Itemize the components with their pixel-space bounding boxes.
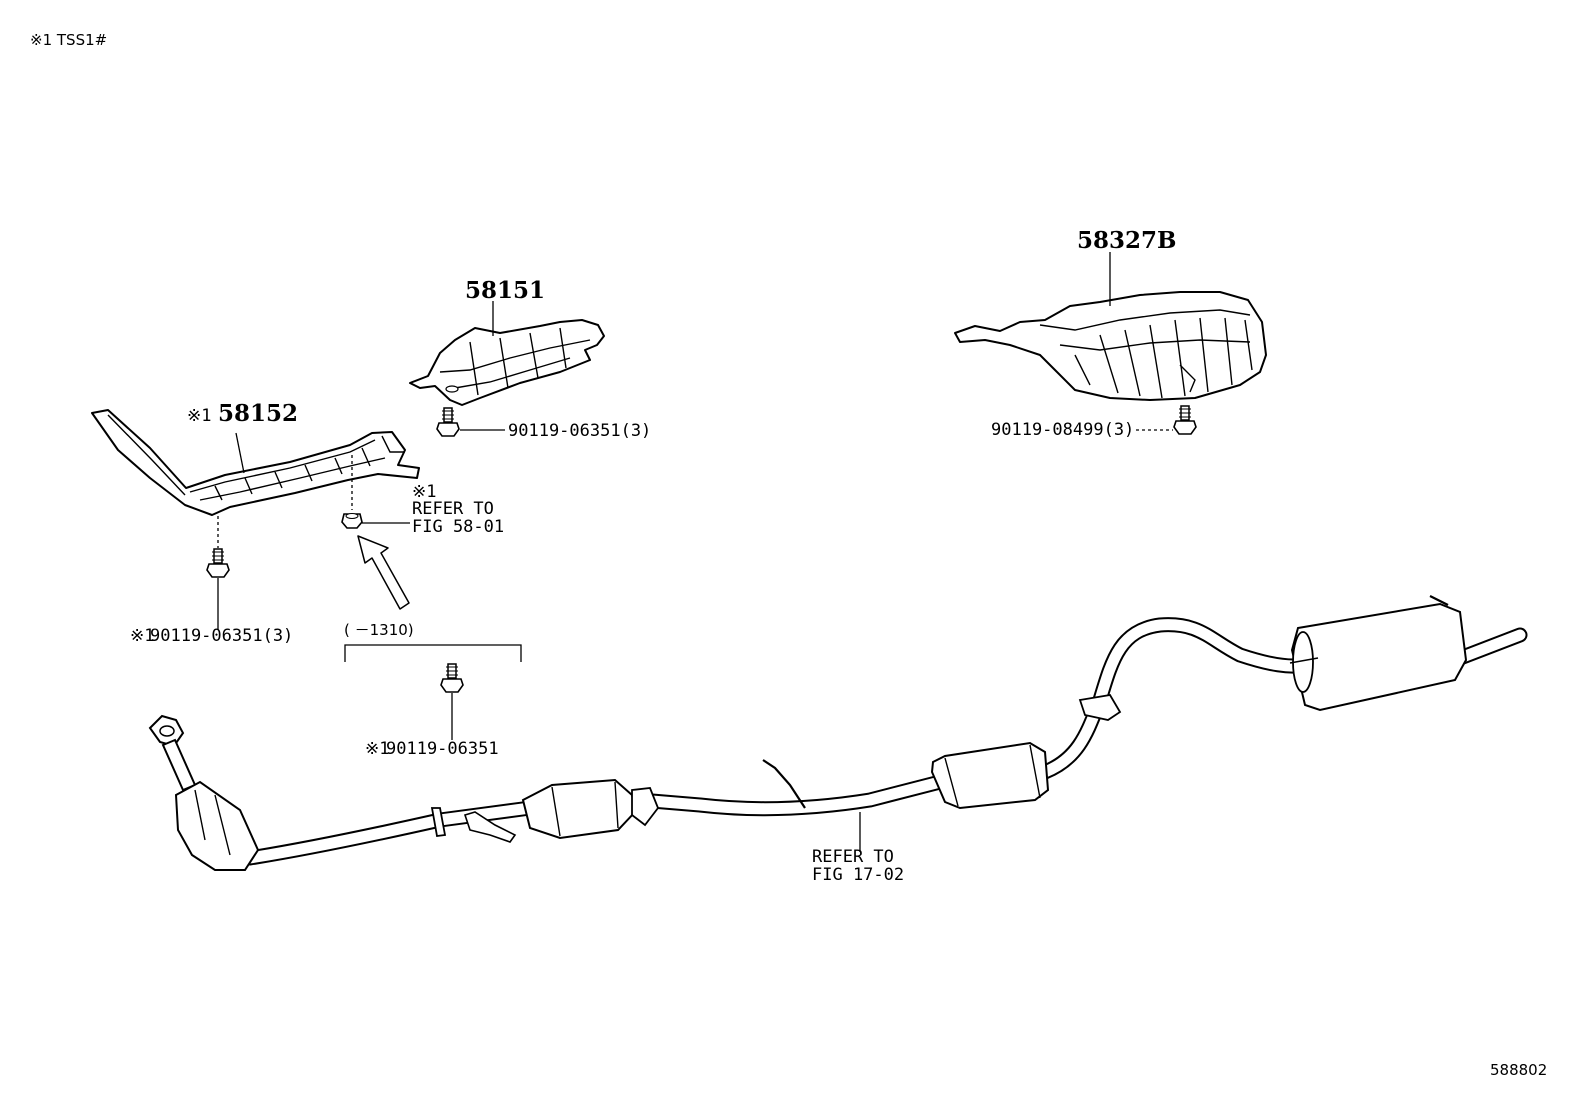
ref-58-01-line1: REFER TO xyxy=(412,499,494,519)
figure-id: 588802 xyxy=(1490,1061,1547,1079)
bolt-1310-mark: ※1 xyxy=(365,739,389,759)
heat-insulator-58152[interactable] xyxy=(91,409,420,516)
bolt-58152-mark: ※1 xyxy=(130,626,154,646)
bolt-1310-label: 90119-06351 xyxy=(386,739,499,759)
ref-58-01-line2: FIG 58-01 xyxy=(412,517,504,537)
ref-17-02-line1: REFER TO xyxy=(812,847,894,867)
heat-insulator-58327b[interactable] xyxy=(954,291,1267,401)
exhaust-pipe-assembly[interactable] xyxy=(148,595,1528,871)
nut-refer-58-01[interactable] xyxy=(341,513,363,529)
view-arrow xyxy=(357,535,410,610)
ref-17-02-line2: FIG 17-02 xyxy=(812,865,904,885)
bolt-58327b[interactable] xyxy=(1173,405,1197,435)
part-58152-mark: ※1 xyxy=(187,406,211,426)
part-58152-number: 58152 xyxy=(218,400,298,427)
leader-58152 xyxy=(235,432,245,474)
bolt-58327b-label: 90119-08499(3) xyxy=(991,420,1134,440)
header-note: ※1 TSS1# xyxy=(30,31,107,49)
bolt-58152-label: 90119-06351(3) xyxy=(150,626,293,646)
ref-58-01-mark: ※1 xyxy=(412,482,436,502)
bracket-range: ( －1310) xyxy=(344,621,414,639)
bolt-1310[interactable] xyxy=(440,663,464,693)
bracket xyxy=(344,644,522,662)
bolt-58151[interactable] xyxy=(436,407,460,437)
part-58151-number: 58151 xyxy=(465,277,545,304)
part-58327b-number: 58327B xyxy=(1077,227,1176,254)
bolt-58152[interactable] xyxy=(206,548,230,578)
heat-insulator-58151[interactable] xyxy=(409,319,605,406)
bolt-58151-label: 90119-06351(3) xyxy=(508,421,651,441)
